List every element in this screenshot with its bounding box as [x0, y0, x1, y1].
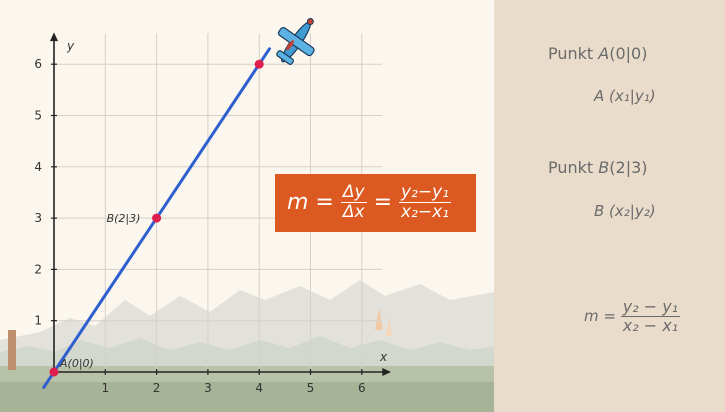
point-a-general: A (x₁|y₁) [594, 87, 656, 105]
data-point [152, 213, 162, 223]
punkt-a-letter: A [598, 44, 610, 63]
point-b-label: B(2|3) [107, 212, 141, 225]
x-tick-label: 1 [101, 381, 109, 395]
x-tick-label: 4 [255, 381, 263, 395]
y-tick-label: 1 [34, 314, 42, 328]
axis-ticks: 1 2 3 4 5 6 1 2 3 4 5 6 [34, 57, 365, 395]
x-axis-arrow [382, 368, 392, 376]
punkt-a-word: Punkt [548, 44, 594, 63]
explanation-panel: Punkt A(0|0) A (x₁|y₁) Punkt B(2|3) B (x… [494, 0, 725, 412]
formula-equals: = [373, 190, 392, 215]
x-axis-label: x [379, 350, 388, 364]
slope-formula-panel: m = y₂ − y₁ x₂ − x₁ [584, 293, 681, 339]
delta-x: Δx [342, 202, 365, 223]
landscape-background [0, 280, 494, 412]
coordinate-fraction: y₂−y₁ x₂−x₁ [399, 182, 451, 223]
x-tick-label: 5 [307, 381, 315, 395]
punkt-a-coords: (0|0) [609, 44, 648, 63]
punkt-b-letter: B [598, 158, 610, 177]
y-tick-label: 6 [34, 57, 42, 71]
punkt-b-coords: (2|3) [609, 158, 648, 177]
y-tick-label: 2 [34, 262, 42, 276]
data-point [254, 59, 264, 69]
point-a-label: A(0|0) [59, 357, 94, 370]
point-b-general: B (x₂|y₂) [594, 202, 656, 220]
y-tick-label: 4 [34, 160, 42, 174]
panel-fraction: y₂ − y₁ x₂ − x₁ [620, 296, 681, 335]
y-axis-arrow [50, 32, 58, 42]
airplane-icon [276, 18, 315, 65]
formula-lhs: m = [287, 190, 334, 215]
x-tick-label: 2 [153, 381, 161, 395]
panel-denominator: x₂ − x₁ [622, 315, 679, 335]
delta-y: Δy [340, 182, 367, 204]
punkt-b-word: Punkt [548, 158, 594, 177]
delta-fraction: Δy Δx [340, 182, 367, 223]
y-difference: y₂−y₁ [399, 182, 451, 204]
y-tick-label: 3 [34, 211, 42, 225]
x-difference: x₂−x₁ [401, 202, 449, 223]
points-layer [49, 59, 264, 377]
slope-formula-box: m = Δy Δx = y₂−y₁ x₂−x₁ [275, 174, 476, 232]
x-tick-label: 3 [204, 381, 212, 395]
x-tick-label: 6 [358, 381, 366, 395]
y-axis-label: y [66, 39, 75, 53]
coordinate-graph: 1 2 3 4 5 6 1 2 3 4 5 6 A(0|0) B(2|3) y x [0, 18, 494, 412]
panel-m-lhs: m = [584, 307, 616, 325]
y-tick-label: 5 [34, 109, 42, 123]
punkt-b-heading: Punkt B(2|3) [548, 158, 648, 177]
panel-numerator: y₂ − y₁ [620, 296, 681, 317]
data-point [49, 367, 59, 377]
axes [50, 32, 392, 376]
punkt-a-heading: Punkt A(0|0) [548, 44, 647, 63]
